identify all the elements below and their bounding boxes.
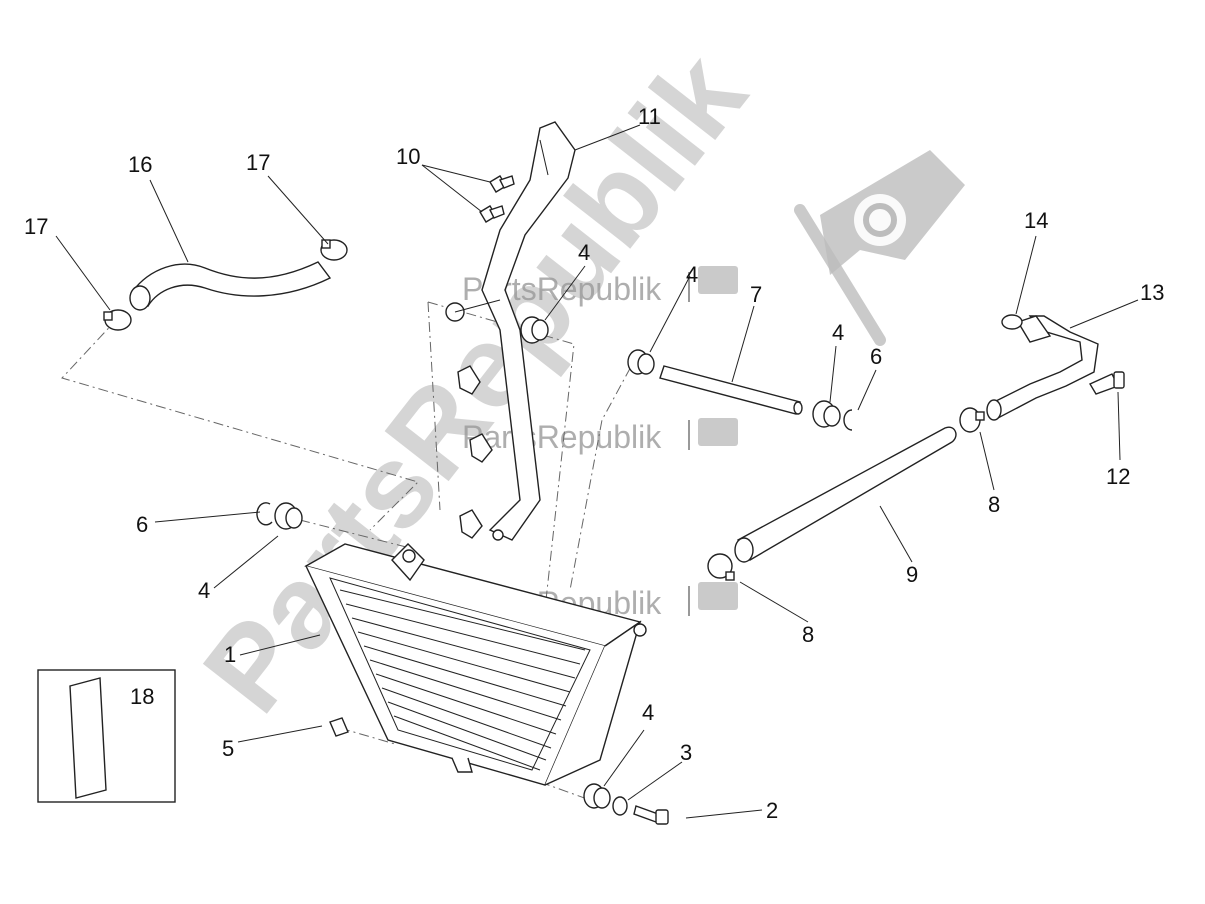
callout-8-upper: 8 [988,492,1000,517]
callout-6-left: 6 [136,512,148,537]
callout-7: 7 [750,282,762,307]
gear-flag-icon [794,150,965,346]
drain-plug-5 [329,717,349,737]
watermark-small-text-2: PartsRepublik [462,419,662,455]
bolt-2 [633,805,669,825]
bolt-10-bottom [479,205,505,223]
callout-17-right: 17 [246,150,270,175]
hose-clamp-17-left [103,309,132,331]
hose-clamp-8-left [707,553,735,581]
callout-11: 11 [638,104,661,129]
callout-4-tube: 4 [686,262,698,287]
spacer-tube [659,365,803,415]
bolt-10-top [489,175,515,193]
circlip-6-right [843,409,853,431]
callout-4-center: 4 [578,240,590,265]
small-flag-icon-3 [698,582,738,610]
watermark-small-2: PartsRepublik [462,418,738,455]
callout-4-right: 4 [832,320,844,345]
oil-hose-9 [734,426,957,563]
grommet-4-bottom [583,783,611,809]
screw-12 [1088,371,1125,395]
o-ring-14 [1001,314,1023,330]
grommet-4-top-center [520,316,549,344]
callout-4-radiator: 4 [642,700,654,725]
callout-12: 12 [1106,464,1130,489]
small-flag-icon-1 [698,266,738,294]
oil-pipe-13 [986,315,1099,421]
hose-clamp-17-right [320,239,348,261]
hose-clamp-8-right [959,407,985,433]
callout-16: 16 [128,152,152,177]
callout-3: 3 [680,740,692,765]
oil-cooler-radiator [304,543,647,786]
grommet-4-tube-left [627,349,655,375]
callout-10: 10 [396,144,420,169]
kit-box-18 [37,669,176,803]
clip-upper [457,365,481,395]
callout-9: 9 [906,562,918,587]
callout-14: 14 [1024,208,1048,233]
callout-5: 5 [222,736,234,761]
small-flag-icon-2 [698,418,738,446]
radiator-fins [339,589,586,771]
clip-middle [469,433,493,463]
grommet-4-left [274,502,303,530]
leader-lines [55,124,1139,819]
callout-17-left: 17 [24,214,48,239]
callout-labels: 1 2 3 4 4 4 4 4 5 6 6 7 8 8 9 10 11 12 1… [24,104,1164,823]
mounting-bracket [445,121,576,541]
washer-3 [612,796,628,816]
callout-4-left: 4 [198,578,210,603]
coolant-hose-16 [129,261,332,311]
callout-13: 13 [1140,280,1164,305]
callout-6-right: 6 [870,344,882,369]
circlip-6-left [256,502,273,526]
assembly-lines [61,301,641,801]
clip-lower [459,509,483,539]
grommet-4-tube-right [812,400,841,428]
callout-18: 18 [130,684,154,709]
callout-8-lower: 8 [802,622,814,647]
callout-1: 1 [224,642,236,667]
callout-2: 2 [766,798,778,823]
